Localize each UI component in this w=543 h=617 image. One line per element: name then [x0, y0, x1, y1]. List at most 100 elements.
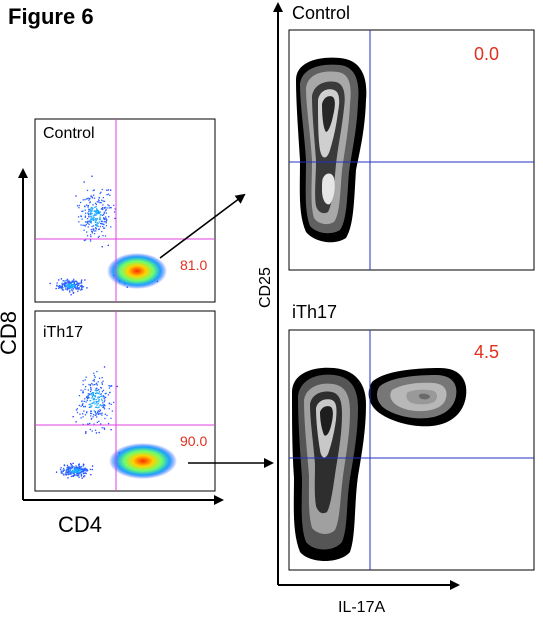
scatter-dot [102, 395, 105, 397]
scatter-dot [71, 281, 73, 283]
scatter-dot [104, 396, 106, 398]
scatter-dot [90, 418, 92, 420]
scatter-dot [81, 404, 83, 406]
scatter-dot [91, 218, 93, 221]
scatter-dot [97, 236, 99, 238]
scatter-dot [93, 397, 95, 400]
scatter-dot [100, 202, 102, 204]
scatter-dot [86, 469, 88, 471]
scatter-dot [81, 470, 83, 473]
scatter-dot [104, 206, 106, 209]
scatter-dot [103, 427, 105, 429]
scatter-dot [101, 398, 103, 400]
scatter-dot [95, 406, 98, 408]
scatter-dot [86, 399, 88, 402]
scatter-dot [78, 475, 80, 477]
scatter-dot [93, 372, 95, 374]
scatter-dot [75, 280, 77, 282]
scatter-dot [89, 393, 91, 395]
scatter-dot [66, 287, 68, 289]
scatter-dot [108, 216, 110, 218]
scatter-dot [67, 470, 69, 472]
scatter-dot [68, 468, 70, 470]
scatter-dot [55, 287, 57, 290]
scatter-dot [61, 286, 63, 289]
scatter-dot [96, 404, 98, 406]
scatter-dot [71, 280, 73, 282]
scatter-dot [78, 287, 80, 289]
scatter-dot [99, 211, 102, 213]
scatter-dot [68, 286, 70, 289]
scatter-dot [80, 468, 83, 470]
scatter-dot [101, 427, 103, 429]
scatter-dot [92, 379, 94, 382]
scatter-dot [71, 287, 74, 289]
scatter-dot [95, 406, 97, 408]
scatter-dot [97, 396, 99, 398]
scatter-dot [89, 400, 92, 402]
scatter-dot [90, 209, 92, 211]
scatter-dot [82, 468, 84, 471]
scatter-dot [69, 291, 71, 293]
scatter-dot [89, 240, 92, 242]
scatter-dot [67, 477, 69, 479]
scatter-dot [68, 281, 70, 284]
scatter-dot [69, 290, 71, 292]
scatter-dot [71, 287, 73, 289]
scatter-dot [90, 410, 92, 412]
scatter-dot [82, 380, 84, 382]
scatter-dot [80, 475, 83, 477]
scatter-dot [88, 223, 90, 226]
scatter-dot [71, 290, 74, 292]
scatter-dot [69, 471, 71, 473]
scatter-dot [84, 405, 86, 408]
scatter-dot [84, 468, 86, 471]
scatter-dot [76, 469, 78, 471]
scatter-dot [102, 208, 104, 211]
scatter-dot [66, 282, 68, 284]
scatter-dot [91, 468, 93, 471]
scatter-dot [99, 217, 101, 219]
scatter-dot [70, 294, 72, 296]
right-top-contour-plot: Control 0.0 [288, 3, 535, 271]
scatter-dot [113, 401, 115, 404]
scatter-dot [77, 287, 79, 290]
scatter-dot [89, 218, 92, 220]
scatter-dot [95, 206, 97, 208]
scatter-dot [73, 469, 75, 472]
scatter-dot [99, 216, 101, 218]
scatter-dot [73, 281, 75, 283]
scatter-dot [92, 189, 94, 192]
scatter-dot [103, 405, 105, 408]
scatter-dot [99, 214, 101, 216]
scatter-dot [70, 463, 72, 465]
scatter-dot [88, 383, 90, 386]
scatter-dot [57, 285, 60, 288]
scatter-dot [96, 421, 98, 423]
scatter-dot [101, 405, 103, 407]
scatter-dot [75, 409, 78, 411]
scatter-dot [75, 466, 78, 468]
scatter-dot [85, 386, 87, 388]
scatter-dot [66, 471, 68, 473]
scatter-dot [103, 212, 105, 214]
scatter-dot [63, 474, 65, 476]
scatter-dot [110, 417, 112, 419]
scatter-dot [82, 470, 85, 472]
scatter-dot [84, 379, 86, 381]
scatter-dot [93, 233, 96, 235]
scatter-dot [103, 366, 106, 368]
scatter-dot [101, 214, 104, 216]
scatter-dot [93, 228, 95, 230]
scatter-dot [95, 227, 97, 229]
scatter-dot [96, 384, 98, 386]
scatter-dot [88, 209, 90, 211]
scatter-dot [95, 432, 98, 434]
scatter-dot [72, 471, 74, 473]
scatter-dot [100, 191, 102, 193]
scatter-dot [84, 209, 86, 211]
scatter-dot [79, 282, 81, 284]
scatter-dot [110, 207, 112, 209]
right-bottom-contour-plot: iTh17 4.5 [288, 302, 535, 571]
scatter-dot [81, 284, 83, 287]
